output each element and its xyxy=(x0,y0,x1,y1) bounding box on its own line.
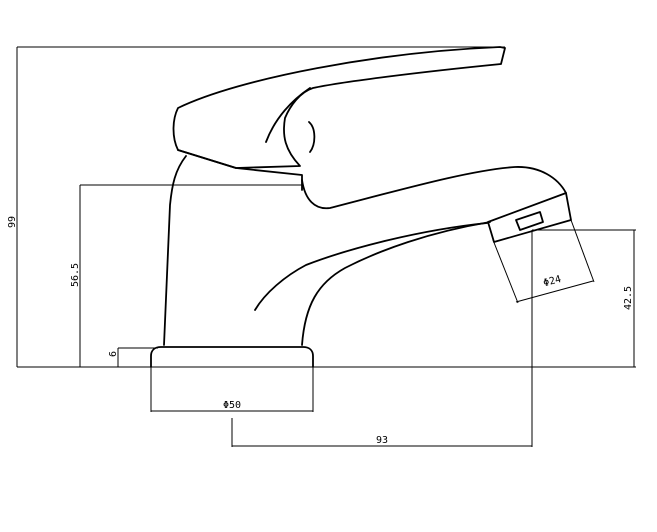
body-height-label: 56.5 xyxy=(70,263,81,287)
dimension-lines xyxy=(16,46,636,447)
base-height-label: 6 xyxy=(108,351,119,357)
base-diameter-label: Φ50 xyxy=(223,400,241,411)
aerator-dim-line xyxy=(515,280,594,303)
spout-reach-label: 93 xyxy=(376,435,388,446)
spout-highlight-curve xyxy=(254,222,488,311)
spout-height-label: 42.5 xyxy=(623,286,634,310)
spout-top-edge xyxy=(301,166,567,210)
aerator-inner xyxy=(515,211,544,231)
lever-handle xyxy=(172,46,506,169)
aerator-ext-left xyxy=(492,239,519,304)
dimension-labels: 99 56.5 6 Φ50 Φ24 42.5 93 xyxy=(7,216,634,446)
lever-skirt xyxy=(177,149,303,191)
aerator-ext-right xyxy=(570,219,595,283)
spout-bottom-edge xyxy=(301,221,491,346)
tap-outline xyxy=(150,46,572,368)
tap-base xyxy=(150,346,314,368)
aerator-diameter-label: Φ24 xyxy=(542,274,562,289)
lever-inner-curve xyxy=(265,87,311,143)
aerator-outline xyxy=(487,192,572,243)
total-height-label: 99 xyxy=(7,216,18,228)
lever-pivot xyxy=(308,121,316,153)
body-left-edge xyxy=(163,155,187,346)
